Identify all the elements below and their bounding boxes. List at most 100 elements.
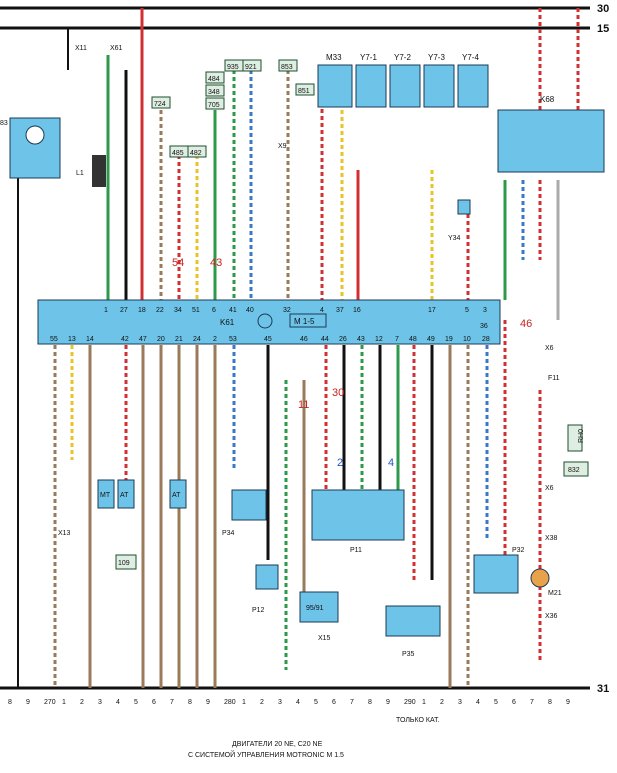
ref-tag [278,59,298,72]
ecu-system-frame [289,313,327,328]
b3-label: 83 [0,120,8,127]
p11-label: P11 [350,547,362,554]
bottom-rail-number: 9 [206,699,210,706]
ecu-top-pin: 41 [229,307,237,314]
box-109-label: 109 [118,560,130,567]
ecu-top-pin: 32 [283,307,291,314]
rh0-box [567,424,583,452]
x13-label: X13 [58,530,71,537]
bottom-rail-number: 8 [188,699,192,706]
f11-label: F11 [548,375,560,382]
distributor-icon [25,125,45,145]
ecu-bottom-pin: 24 [193,336,201,343]
ref-tag [295,83,315,96]
y7-2-label: Y7-2 [394,53,411,62]
ref-tag [205,84,225,97]
ecu-top-pin: 34 [174,307,182,314]
ecu-bottom-pin: 45 [264,336,272,343]
ecu-bottom-pin: 13 [68,336,76,343]
ecu-bottom-pin: 12 [375,336,383,343]
ecu-top-pin: 6 [212,307,216,314]
mt-box [97,479,115,509]
ecu-top-pin: 18 [138,307,146,314]
bottom-rail-number: 9 [566,699,570,706]
y7-1-box [355,64,387,108]
p12-label: P12 [252,607,265,614]
rh0-label: RH0 [578,429,585,443]
bottom-rail-number: 4 [116,699,120,706]
bottom-rail-number: 8 [8,699,12,706]
ecu-bottom-pin: 14 [86,336,94,343]
box-9591-label: 95/91 [306,605,324,612]
bottom-rail-number: 8 [548,699,552,706]
annotation-46: 46 [520,318,532,330]
wire-group [17,8,580,688]
x38-label: X38 [545,535,558,542]
ecu-bottom-pin: 44 [321,336,329,343]
ecu-top-pin: 16 [353,307,361,314]
bottom-rail-number: 5 [314,699,318,706]
ecu-bottom-pin: 21 [175,336,183,343]
annotation-43: 43 [210,257,222,269]
ecu-bottom-pin: 55 [50,336,58,343]
m33-label: M33 [326,53,342,62]
bottom-rail-number: 9 [26,699,30,706]
p35-label: P35 [402,651,415,658]
l1-label: L1 [76,170,84,177]
bottom-rail-number: 7 [530,699,534,706]
bottom-rail-number: 270 [44,699,56,706]
m21-label: M21 [548,590,562,597]
ref-921: 921 [245,64,257,71]
ref-485: 485 [172,150,184,157]
mt-label: MT [100,492,111,499]
sensor-p34-box [231,489,267,521]
bottom-rail-number: 2 [80,699,84,706]
ref-tag [187,145,207,158]
ecu-top-pins: 1 27 18 22 34 51 6 41 40 32 4 37 16 17 5… [104,307,487,314]
annotation-30: 30 [332,387,344,399]
at-label-1: AT [120,492,129,499]
bottom-rail-number: 6 [512,699,516,706]
ecu-bottom-pin: 42 [121,336,129,343]
m33-box [317,64,353,108]
ref-935: 935 [227,64,239,71]
ecu-name: K61 [220,318,235,327]
ref-tag [242,59,262,72]
rail-31-label: 31 [597,683,609,695]
ecu-top-pin: 3 [483,307,487,314]
ecu-bottom-pin: 19 [445,336,453,343]
caption-line-2: С СИСТЕМОЙ УПРАВЛЕНИЯ MOTRONIC M 1.5 [188,750,344,759]
bottom-rail-number: 7 [350,699,354,706]
bottom-rail-number: 4 [476,699,480,706]
at-label-2: AT [172,492,181,499]
p32-label: P32 [512,547,525,554]
y34-label: Y34 [448,235,461,242]
ecu-bottom-pin: 20 [157,336,165,343]
x6-label: X6 [545,345,554,352]
y7-3-box [423,64,455,108]
ref-851: 851 [298,88,310,95]
ref-tag [205,97,225,110]
bottom-rail-number: 8 [368,699,372,706]
sensor-p11-box [311,489,405,541]
ecu-top-pin: 17 [428,307,436,314]
ecu-top-pin: 4 [320,307,324,314]
rail-30-label: 30 [597,3,609,15]
at-box-1 [117,479,135,509]
box-832-label: 832 [568,467,580,474]
ecu-bottom-pin: 53 [229,336,237,343]
bottom-rail-number: 1 [62,699,66,706]
ecu-top-pin: 51 [192,307,200,314]
bottom-rail-number: 9 [386,699,390,706]
bottom-rail-number: 6 [332,699,336,706]
only-cat-label: ТОЛЬКО КАТ. [396,717,440,724]
bottom-rail-number: 2 [260,699,264,706]
k68-label: K68 [540,95,555,104]
annotation-2: 2 [337,457,343,469]
bottom-rail-number: 4 [296,699,300,706]
ref-705: 705 [208,102,220,109]
y34-box [457,199,471,215]
ecu-top-pin: 1 [104,307,108,314]
